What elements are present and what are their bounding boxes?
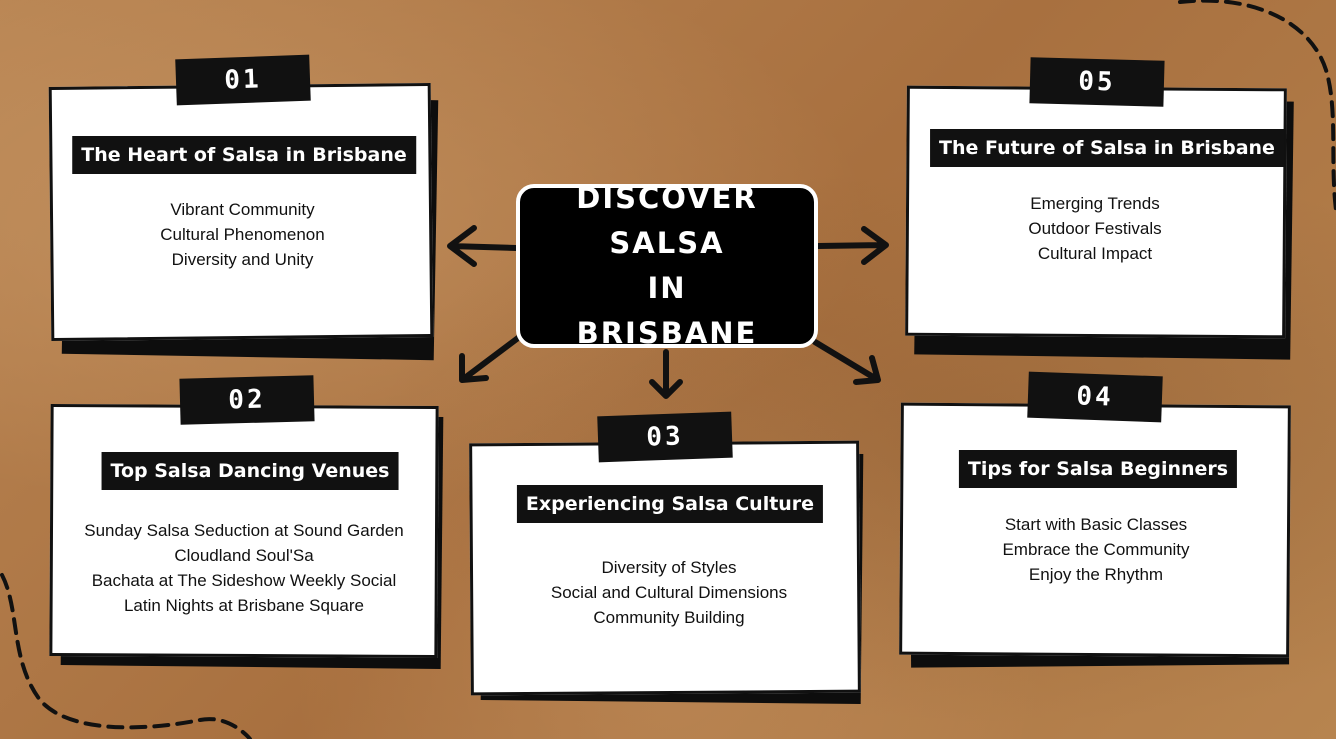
arrow-to-02	[459, 335, 521, 383]
section-card-03: 03 Experiencing Salsa Culture Diversity …	[469, 411, 864, 704]
list-item: Sunday Salsa Seduction at Sound Garden	[84, 521, 404, 540]
list-item: Bachata at The Sideshow Weekly Social	[91, 571, 397, 590]
arrow-to-01	[447, 225, 519, 267]
section-item-list: Vibrant Community Cultural Phenomenon Di…	[50, 197, 435, 272]
list-item: Diversity of Styles	[601, 558, 737, 577]
list-item: Emerging Trends	[1030, 194, 1160, 213]
section-item-list: Diversity of Styles Social and Cultural …	[470, 555, 868, 630]
section-card-04: 04 Tips for Salsa Beginners Start with B…	[899, 371, 1292, 668]
section-number-tag: 05	[1029, 57, 1165, 107]
section-heading: The Future of Salsa in Brisbane	[930, 129, 1284, 167]
section-number-tag: 01	[175, 54, 311, 106]
section-item-list: Start with Basic Classes Embrace the Com…	[900, 512, 1292, 587]
section-number-tag: 02	[179, 375, 315, 425]
list-item: Cloudland Soul'Sa	[174, 546, 314, 565]
section-item-list: Emerging Trends Outdoor Festivals Cultur…	[906, 191, 1284, 266]
section-heading: Tips for Salsa Beginners	[958, 450, 1238, 488]
arrow-to-05	[815, 226, 889, 265]
list-item: Community Building	[593, 608, 745, 627]
section-card-01: 01 The Heart of Salsa in Brisbane Vibran…	[48, 54, 439, 361]
arrow-to-04	[812, 339, 881, 385]
list-item: Enjoy the Rhythm	[1028, 565, 1164, 584]
list-item: Latin Nights at Brisbane Square	[123, 596, 365, 615]
list-item: Social and Cultural Dimensions	[550, 583, 788, 602]
list-item: Embrace the Community	[1002, 540, 1190, 559]
central-title-box: DISCOVER SALSA IN BRISBANE	[516, 181, 818, 350]
section-number-tag: 03	[597, 411, 733, 463]
section-card-02: 02 Top Salsa Dancing Venues Sunday Salsa…	[49, 375, 444, 669]
list-item: Cultural Phenomenon	[160, 225, 325, 244]
section-card-05: 05 The Future of Salsa in Brisbane Emerg…	[905, 57, 1294, 360]
title-line-2: IN	[647, 271, 687, 305]
list-item: Cultural Impact	[1037, 244, 1153, 263]
list-item: Diversity and Unity	[171, 250, 314, 269]
list-item: Start with Basic Classes	[1004, 515, 1188, 534]
section-heading: Top Salsa Dancing Venues	[101, 452, 399, 490]
section-item-list: Sunday Salsa Seduction at Sound Garden C…	[50, 518, 438, 618]
central-title: DISCOVER SALSA IN BRISBANE	[520, 176, 814, 356]
title-line-3: BRISBANE	[576, 316, 758, 350]
title-line-1: DISCOVER SALSA	[576, 181, 758, 260]
list-item: Outdoor Festivals	[1028, 219, 1162, 238]
arrow-to-03	[649, 349, 683, 399]
section-heading: Experiencing Salsa Culture	[516, 485, 824, 523]
section-number-tag: 04	[1027, 371, 1163, 423]
list-item: Vibrant Community	[170, 200, 315, 219]
section-heading: The Heart of Salsa in Brisbane	[72, 136, 416, 174]
